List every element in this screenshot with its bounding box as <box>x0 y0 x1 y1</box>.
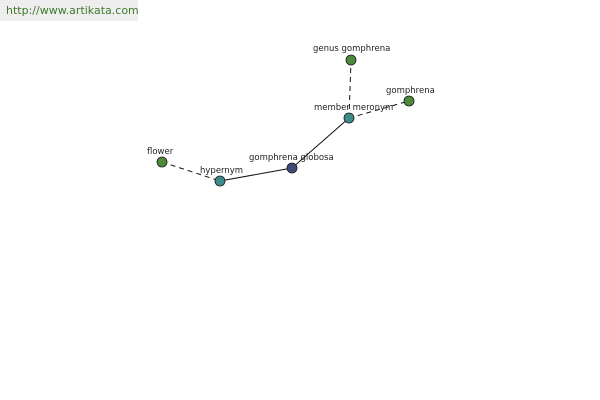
edge-member-meronym-gomphrena <box>348 100 410 119</box>
node-hypernym[interactable]: hypernym <box>200 166 243 187</box>
node-gomphrena-circle[interactable] <box>403 95 415 107</box>
node-gomphrena-globosa[interactable]: gomphrena globosa <box>249 153 334 174</box>
node-member-meronym[interactable]: member meronym <box>314 103 393 124</box>
source-url-text: http://www.artikata.com <box>6 4 139 17</box>
edge-member-meronym-genus-gomphrena <box>348 59 352 119</box>
node-genus-gomphrena-circle[interactable] <box>345 54 357 66</box>
node-member-meronym-circle[interactable] <box>343 112 355 124</box>
node-hypernym-circle[interactable] <box>214 175 226 187</box>
node-member-meronym-label: member meronym <box>314 103 393 113</box>
node-flower-label: flower <box>147 147 174 157</box>
edge-gomphrena-globosa-member-meronym <box>291 117 350 169</box>
node-flower-circle[interactable] <box>156 156 168 168</box>
node-flower[interactable]: flower <box>147 147 174 168</box>
node-gomphrena[interactable]: gomphrena <box>386 86 435 107</box>
node-gomphrena-label: gomphrena <box>386 86 435 96</box>
node-gomphrena-globosa-circle[interactable] <box>286 162 298 174</box>
node-genus-gomphrena-label: genus gomphrena <box>313 44 390 54</box>
edge-flower-hypernym <box>161 161 221 182</box>
node-gomphrena-globosa-label: gomphrena globosa <box>249 153 334 163</box>
node-hypernym-label: hypernym <box>200 166 243 176</box>
node-genus-gomphrena[interactable]: genus gomphrena <box>313 44 390 66</box>
edge-hypernym-gomphrena-globosa <box>219 167 293 182</box>
source-url-banner[interactable]: http://www.artikata.com <box>0 0 139 21</box>
